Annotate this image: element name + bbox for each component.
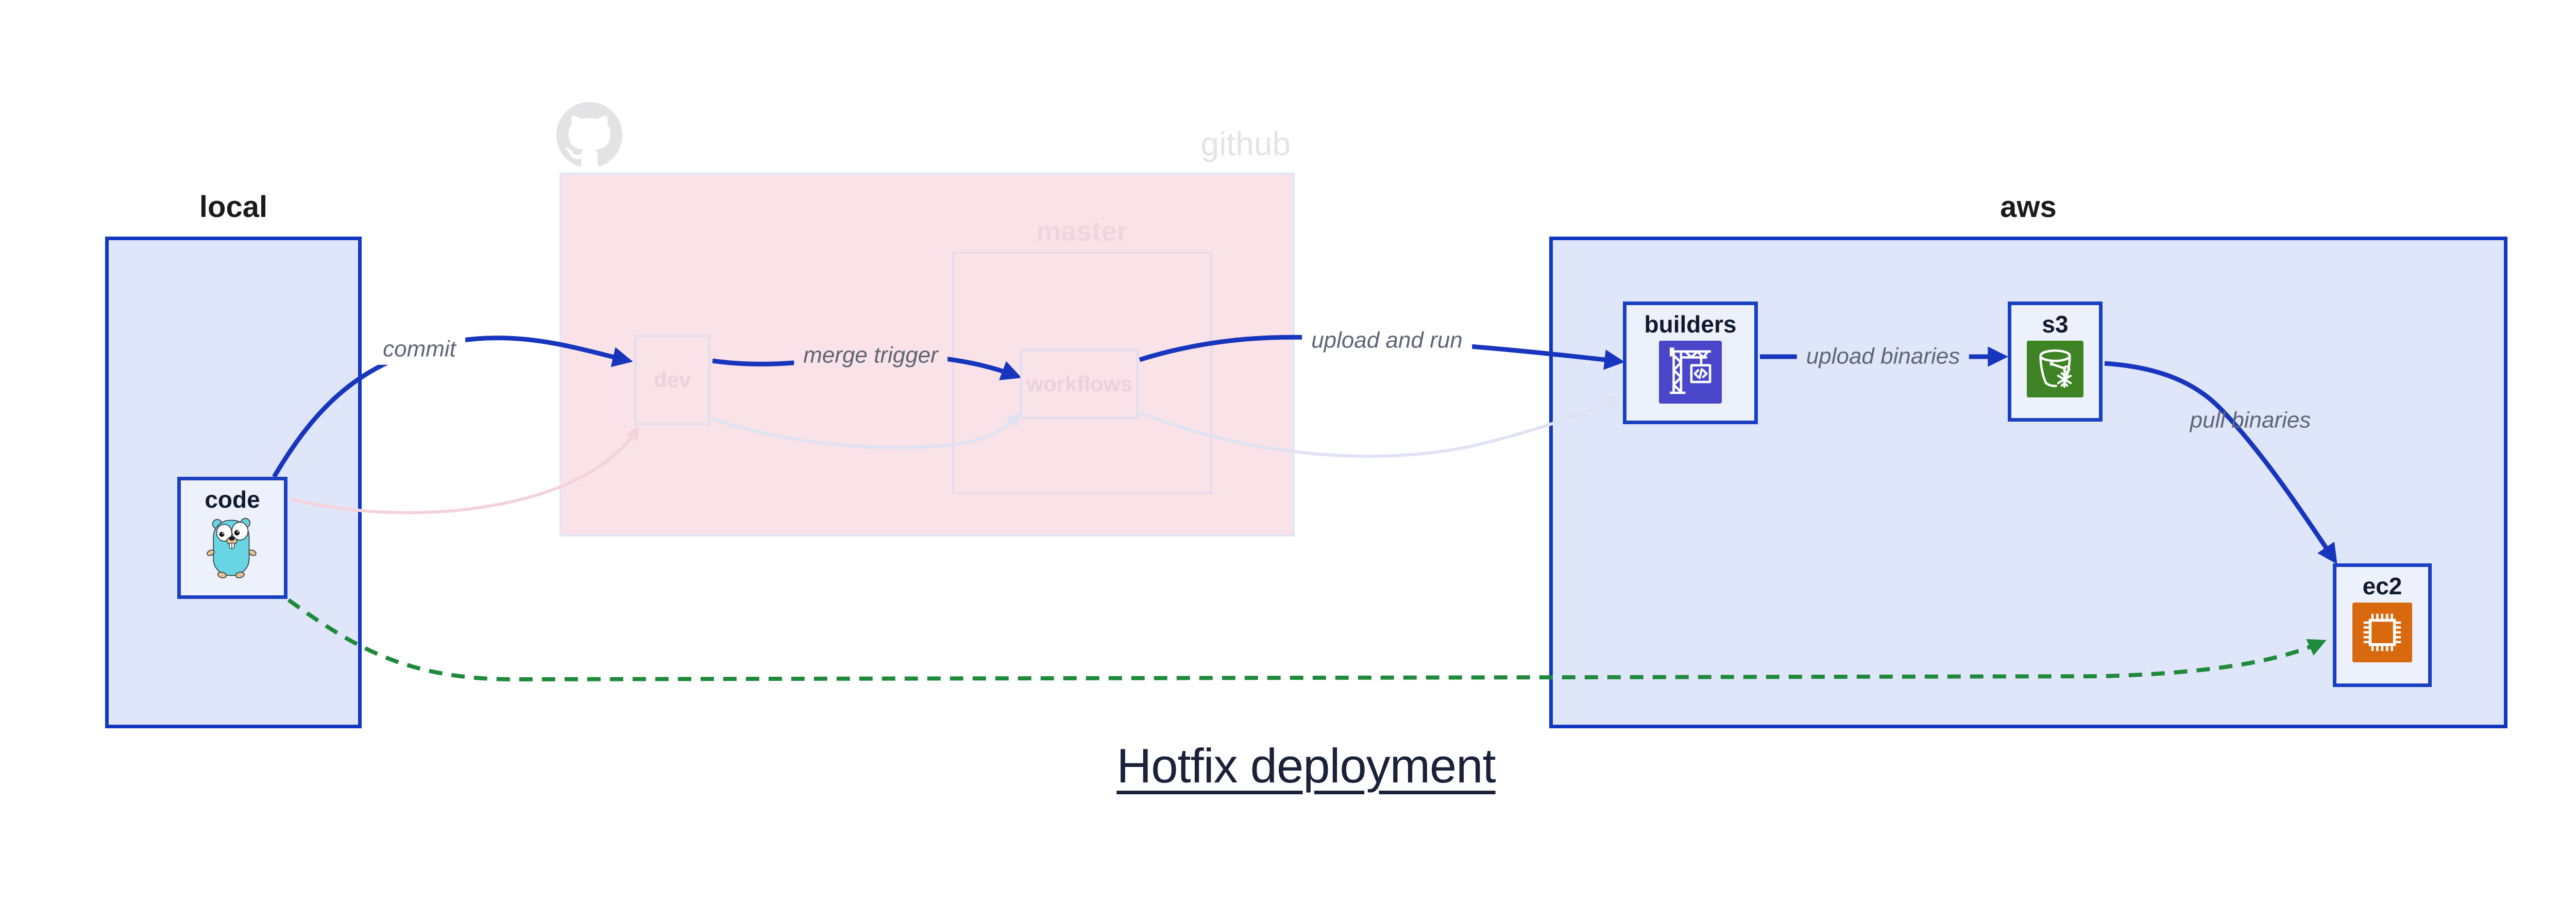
ec2-node: ec2 (2333, 563, 2432, 687)
aws-group-title: aws (2000, 190, 2057, 224)
merge-trigger-edge-label: merge trigger (794, 340, 947, 371)
master-branch-title: master (1036, 216, 1128, 247)
code-node-label: code (205, 486, 260, 513)
s3-node-label: s3 (2042, 311, 2069, 338)
go-gopher-icon (207, 517, 257, 578)
github-group-title: github (1200, 125, 1291, 162)
builders-node: builders (1623, 302, 1758, 424)
builders-node-label: builders (1644, 311, 1737, 338)
upload-binaries-edge-label: upload binaries (1797, 341, 1970, 372)
workflows-node: workflows (1020, 349, 1139, 419)
commit-edge-label: commit (374, 334, 465, 365)
local-group-title: local (199, 190, 268, 224)
code-node: code (177, 477, 287, 599)
ec2-chip-icon (2352, 602, 2412, 662)
dev-node-label: dev (653, 368, 691, 392)
pull-binaries-edge-label: pull binaries (2190, 407, 2311, 433)
octocat-icon (556, 102, 622, 166)
s3-node: s3 (2008, 302, 2103, 422)
workflows-node-label: workflows (1026, 372, 1132, 396)
codebuild-crane-icon (1659, 340, 1722, 404)
ec2-node-label: ec2 (2362, 573, 2402, 599)
upload-and-run-edge-label: upload and run (1302, 325, 1472, 356)
diagram-title: Hotfix deployment (1116, 739, 1496, 793)
s3-bucket-snowflake-icon (2027, 340, 2083, 397)
dev-node: dev (634, 335, 710, 425)
